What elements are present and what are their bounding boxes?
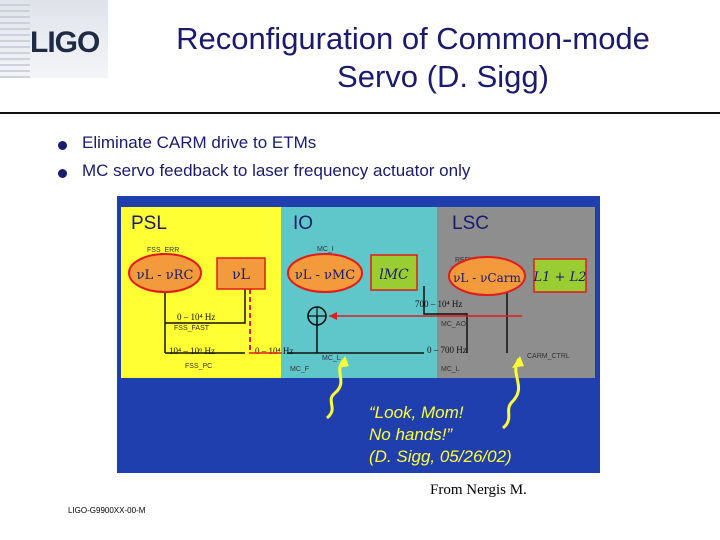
bullet-2: MC servo feedback to laser frequency act… (82, 161, 471, 180)
wire-io-down (423, 286, 468, 353)
lsc-label: LSC (452, 213, 489, 234)
nu-rc-text: νL - νRC (137, 268, 194, 283)
band-mc-f: 0 – 10⁴ Hz (255, 346, 293, 356)
quote-line-3: (D. Sigg, 05/26/02) (369, 447, 512, 466)
title-line-2: Servo (D. Sigg) (337, 59, 549, 94)
servo-diagram: PSL IO LSC FSS_ERR FSS_FAST FSS_PC MC_I … (117, 196, 600, 473)
nu-carm-block (448, 256, 526, 296)
squiggle-arrowhead-lsc (512, 356, 524, 368)
l1-l2-block (533, 258, 587, 293)
bullet-dot-2 (58, 169, 67, 178)
fss-pc-label: FSS_PC (185, 363, 212, 370)
io-region (281, 207, 437, 378)
band-mc-l: 0 – 700 Hz (427, 345, 467, 355)
band-fss-fast: 0 – 10⁴ Hz (177, 312, 215, 322)
title-divider (0, 112, 720, 114)
nu-mc-text: νL - νMC (295, 268, 355, 283)
mc-l-label: MC_L (322, 355, 341, 362)
document-id: LIGO-G9900XX-00-M (68, 506, 146, 515)
mc-ao-label: MC_AO (441, 321, 466, 328)
nu-mc-block (287, 253, 363, 293)
lmc-text: lMC (379, 267, 409, 283)
nu-l-text: νL (232, 267, 250, 283)
mc-l-lsc-label: MC_L (441, 366, 460, 373)
psl-label: PSL (131, 213, 167, 234)
quote-line-1: “Look, Mom! (369, 403, 464, 422)
figure-caption: From Nergis M. (430, 482, 527, 498)
mc-f-label: MC_F (290, 366, 309, 373)
logo-stripes (0, 0, 30, 78)
quote-line-2: No hands!” (369, 425, 453, 444)
bullet-1: Eliminate CARM drive to ETMs (82, 133, 317, 152)
bullet-dot-1 (58, 141, 67, 150)
wire-fss-fast (165, 289, 246, 324)
nu-carm-text: νL - νCarm (453, 271, 521, 285)
fss-err-label: FSS_ERR (147, 247, 179, 254)
title-line-1: Reconfiguration of Common-mode (176, 21, 650, 56)
carm-ctrl-label: CARM_CTRL (527, 353, 570, 360)
nu-rc-block (128, 253, 202, 293)
squiggle-arrowhead-io (338, 356, 349, 368)
mc-i-label: MC_I (317, 246, 334, 253)
io-label: IO (293, 213, 313, 234)
squiggle-arrow-io (325, 357, 347, 420)
fss-fast-label: FSS_FAST (174, 325, 210, 332)
arrow-ao (329, 312, 337, 320)
band-fss-pc: 10⁴ – 10⁶ Hz (169, 346, 215, 356)
band-mc-ao: 700 – 10⁴ Hz (415, 299, 462, 309)
squiggle-arrow-lsc (501, 358, 521, 430)
l1-l2-text: L1 + L2 (533, 270, 587, 285)
nu-l-block (216, 257, 266, 290)
psl-region (121, 207, 281, 378)
ligo-logo: LIGO (30, 26, 100, 59)
slide-title: Reconfiguration of Common-mode Servo (D.… (118, 20, 708, 96)
lmc-block (370, 254, 418, 291)
